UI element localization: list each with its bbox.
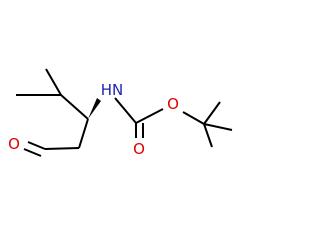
bond-aldehyde-double-2: [23, 148, 42, 157]
bond-stereocenter-to-ch2: [78, 118, 89, 149]
structure-diagram: O O HN O: [8, 68, 233, 158]
bond-aldehyde-double-1: [27, 141, 46, 150]
bond-tert-butyl-methyl-bottom: [203, 123, 213, 148]
bond-ester-oxygen-to-tert-butyl: [182, 111, 205, 125]
wedge-bond-to-nitrogen: [88, 98, 101, 119]
bond-nitrogen-to-carbamate-carbon: [114, 97, 137, 124]
atom-label-nitrogen: HN: [101, 81, 124, 99]
bond-isopropyl-methyl-top: [45, 68, 62, 96]
bond-tert-butyl-methyl-top: [203, 101, 221, 125]
atom-label-ester-oxygen: O: [167, 95, 179, 113]
atom-label-carbonyl-oxygen: O: [133, 140, 145, 158]
molecule-canvas: O O HN O: [8, 68, 233, 158]
bond-ch2-to-aldehyde-carbon: [44, 147, 80, 150]
atom-label-aldehyde-oxygen: O: [8, 135, 20, 153]
bond-carbamate-carbon-to-ester-oxygen: [135, 108, 164, 124]
bond-tert-butyl-methyl-right: [203, 123, 233, 131]
bond-isopropyl-to-stereocenter: [60, 94, 89, 120]
